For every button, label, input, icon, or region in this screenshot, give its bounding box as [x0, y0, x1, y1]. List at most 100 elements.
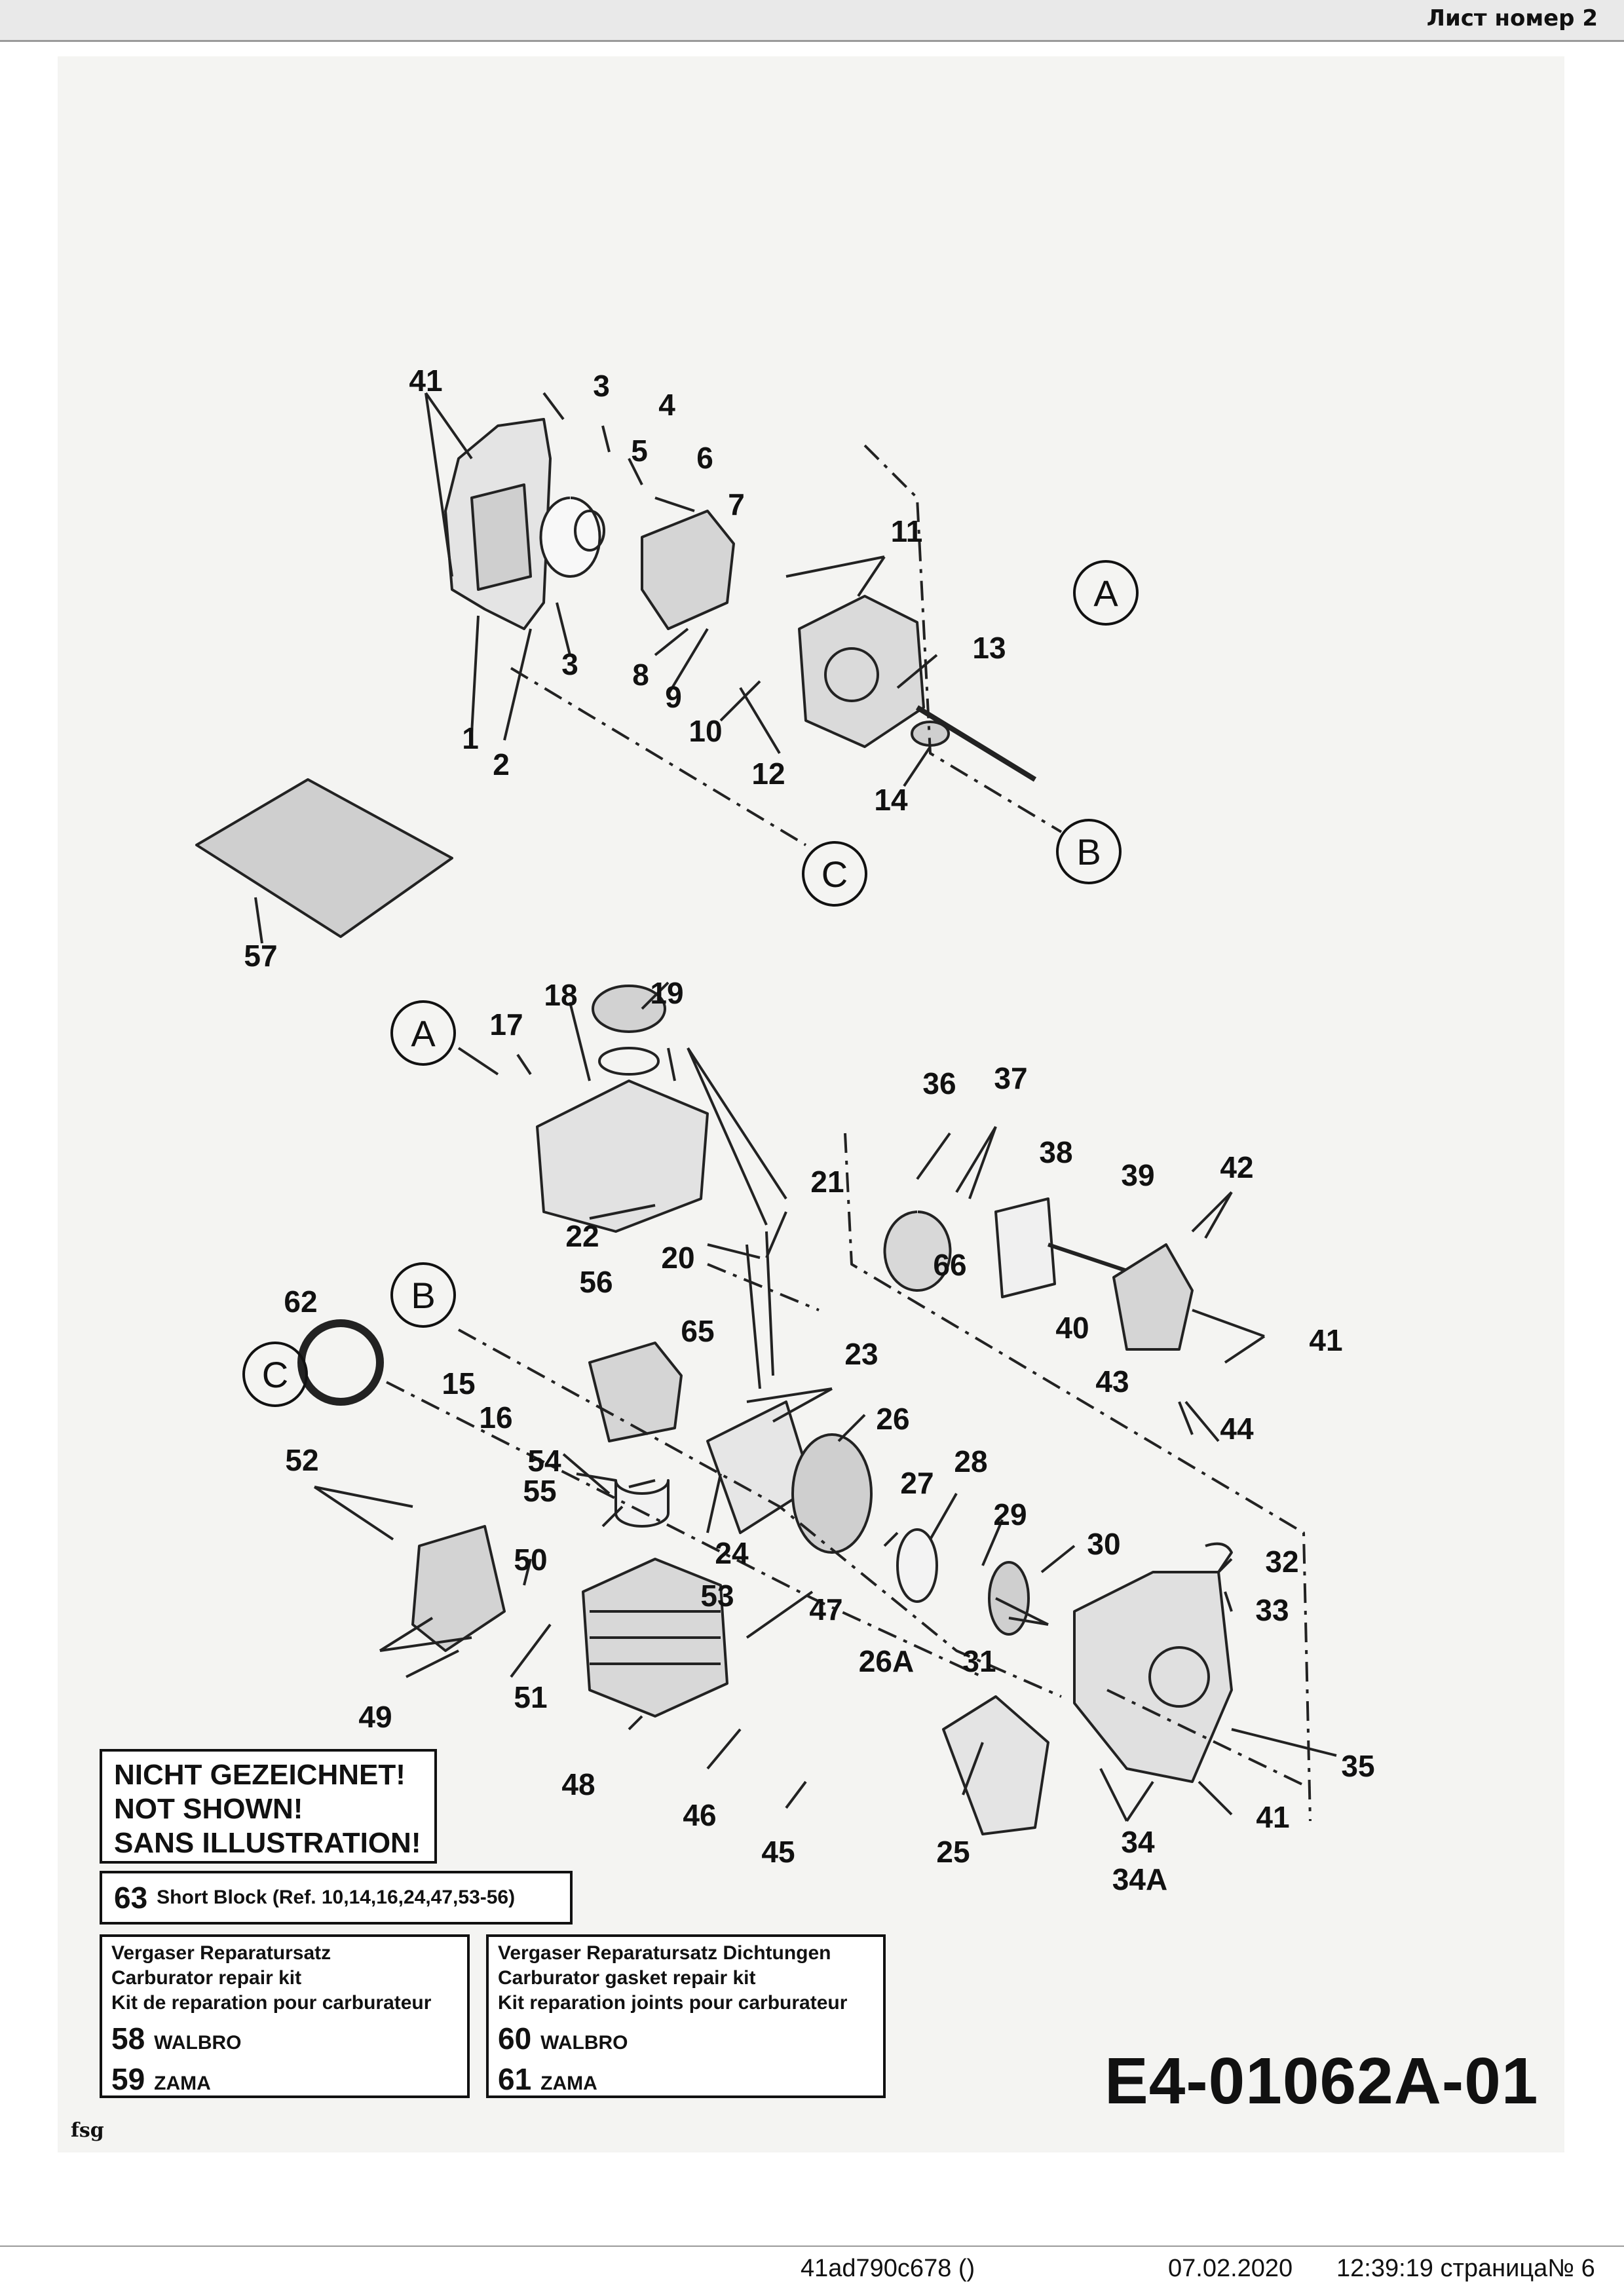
- callout-3-lower: 3: [561, 647, 578, 681]
- carb-kit-de: Vergaser Reparatursatz: [111, 1942, 331, 1964]
- short-block-number: 63: [114, 1881, 148, 1915]
- callout-13: 13: [972, 631, 1006, 665]
- kit-item-number: 60: [498, 2021, 532, 2056]
- callout-22: 22: [565, 1219, 599, 1253]
- callout-24: 24: [715, 1536, 749, 1570]
- callout-46: 46: [683, 1798, 716, 1832]
- corner-mark: fsg: [71, 2119, 104, 2142]
- short-block-box: 63 Short Block (Ref. 10,14,16,24,47,53-5…: [100, 1871, 573, 1925]
- callout-26: 26: [876, 1402, 909, 1436]
- callout-3: 3: [593, 369, 610, 403]
- callout-30: 30: [1087, 1527, 1120, 1561]
- letter-a-upper: A: [1093, 573, 1118, 614]
- kit-item-number: 61: [498, 2062, 532, 2096]
- piston-part: [614, 1479, 670, 1528]
- kit-item-brand: ZAMA: [154, 2073, 211, 2094]
- gear-housing-part: [1112, 1243, 1194, 1351]
- page-header: Лист номер 2: [0, 0, 1624, 42]
- pulley-part: [988, 1561, 1030, 1636]
- kit-item: 59 ZAMA: [111, 2061, 458, 2097]
- gasket-kit-fr: Kit reparation joints pour carburateur: [498, 1992, 848, 2014]
- callout-40: 40: [1055, 1311, 1089, 1345]
- filter-ring-part: [297, 1319, 384, 1406]
- callout-34: 34: [1121, 1825, 1155, 1859]
- callout-66: 66: [933, 1248, 966, 1282]
- kit-item-brand: ZAMA: [540, 2073, 597, 2094]
- callout-7: 7: [728, 487, 745, 521]
- kit-item-brand: WALBRO: [540, 2032, 628, 2054]
- crankcase-part: [798, 595, 925, 748]
- callout-17: 17: [489, 1007, 523, 1042]
- callout-12: 12: [751, 757, 785, 791]
- callout-44: 44: [1220, 1412, 1254, 1446]
- air-filter-part: [539, 497, 601, 578]
- carb-kit-en: Carburator repair kit: [111, 1967, 302, 1989]
- gasket-kit-de: Vergaser Reparatursatz Dichtungen: [498, 1942, 831, 1964]
- callout-37: 37: [994, 1061, 1027, 1095]
- callout-57: 57: [244, 939, 277, 973]
- letter-c-lower: C: [262, 1354, 288, 1395]
- callout-16: 16: [479, 1400, 512, 1435]
- callout-51: 51: [514, 1680, 547, 1714]
- muffler-part: [411, 1525, 506, 1652]
- callout-14: 14: [874, 783, 908, 817]
- gasket-kit-en: Carburator gasket repair kit: [498, 1967, 756, 1989]
- clutch-drum-part: [994, 1197, 1056, 1298]
- callout-54: 54: [527, 1444, 561, 1478]
- starter-housing-part: [1073, 1571, 1233, 1783]
- callout-32: 32: [1265, 1545, 1298, 1579]
- kit-item-brand: WALBRO: [154, 2032, 242, 2054]
- callout-1: 1: [462, 721, 479, 755]
- fan-part: [791, 1433, 873, 1554]
- gasket-sheet-part: [195, 778, 453, 938]
- callout-4: 4: [658, 388, 675, 422]
- kit-item-number: 58: [111, 2021, 145, 2056]
- callout-41: 41: [409, 364, 442, 398]
- handle-part: [1205, 1542, 1233, 1573]
- diagram-code: E4-01062A-01: [1105, 2044, 1539, 2118]
- crankshaft-part: [915, 705, 1037, 782]
- callout-9: 9: [665, 680, 682, 714]
- callout-27: 27: [900, 1466, 934, 1500]
- callout-15: 15: [442, 1366, 475, 1400]
- footer-doc-id: 41ad790c678 (): [801, 2255, 975, 2282]
- cover-part: [942, 1695, 1049, 1835]
- callout-62: 62: [284, 1285, 317, 1319]
- callout-19: 19: [650, 976, 683, 1010]
- callout-45: 45: [761, 1835, 795, 1869]
- kit-item-number: 59: [111, 2062, 145, 2096]
- sheet-number: Лист номер 2: [1426, 5, 1598, 31]
- callout-56: 56: [579, 1265, 613, 1299]
- footer-time-page: 12:39:19 страница№ 6: [1336, 2255, 1595, 2282]
- letter-a-lower: A: [411, 1013, 436, 1054]
- callout-53: 53: [700, 1579, 734, 1613]
- callout-38: 38: [1039, 1135, 1072, 1169]
- callout-50: 50: [514, 1543, 547, 1577]
- reference-letter-circles: [242, 560, 1139, 1407]
- footer-date: 07.02.2020: [1168, 2255, 1293, 2282]
- fuel-cap-part: [592, 985, 666, 1033]
- callout-6: 6: [696, 441, 713, 475]
- callout-34a: 34A: [1112, 1862, 1167, 1896]
- callout-20: 20: [661, 1241, 694, 1275]
- callout-48: 48: [561, 1767, 595, 1801]
- callout-35: 35: [1341, 1749, 1374, 1783]
- carb-kit-fr: Kit de reparation pour carburateur: [111, 1992, 432, 2014]
- carburetor-part: [641, 510, 735, 630]
- fuel-tank-part: [536, 1080, 709, 1233]
- callout-43: 43: [1095, 1364, 1129, 1399]
- callout-21: 21: [810, 1165, 844, 1199]
- carburetor-repair-kit-box: Vergaser Reparatursatz Carburator repair…: [100, 1934, 470, 2098]
- not-shown-de: NICHT GEZEICHNET!: [114, 1759, 406, 1791]
- callout-36: 36: [922, 1066, 956, 1100]
- callout-26a: 26A: [859, 1644, 914, 1678]
- letter-b-lower: B: [411, 1275, 435, 1316]
- page-footer: 41ad790c678 () 07.02.2020 12:39:19 стран…: [0, 2245, 1624, 2292]
- kit-item: 60 WALBRO: [498, 2021, 874, 2056]
- ignition-coil-part: [588, 1342, 683, 1442]
- callout-31: 31: [962, 1644, 996, 1678]
- callout-42: 42: [1220, 1150, 1253, 1184]
- callout-23: 23: [844, 1337, 878, 1371]
- callout-2: 2: [493, 747, 510, 781]
